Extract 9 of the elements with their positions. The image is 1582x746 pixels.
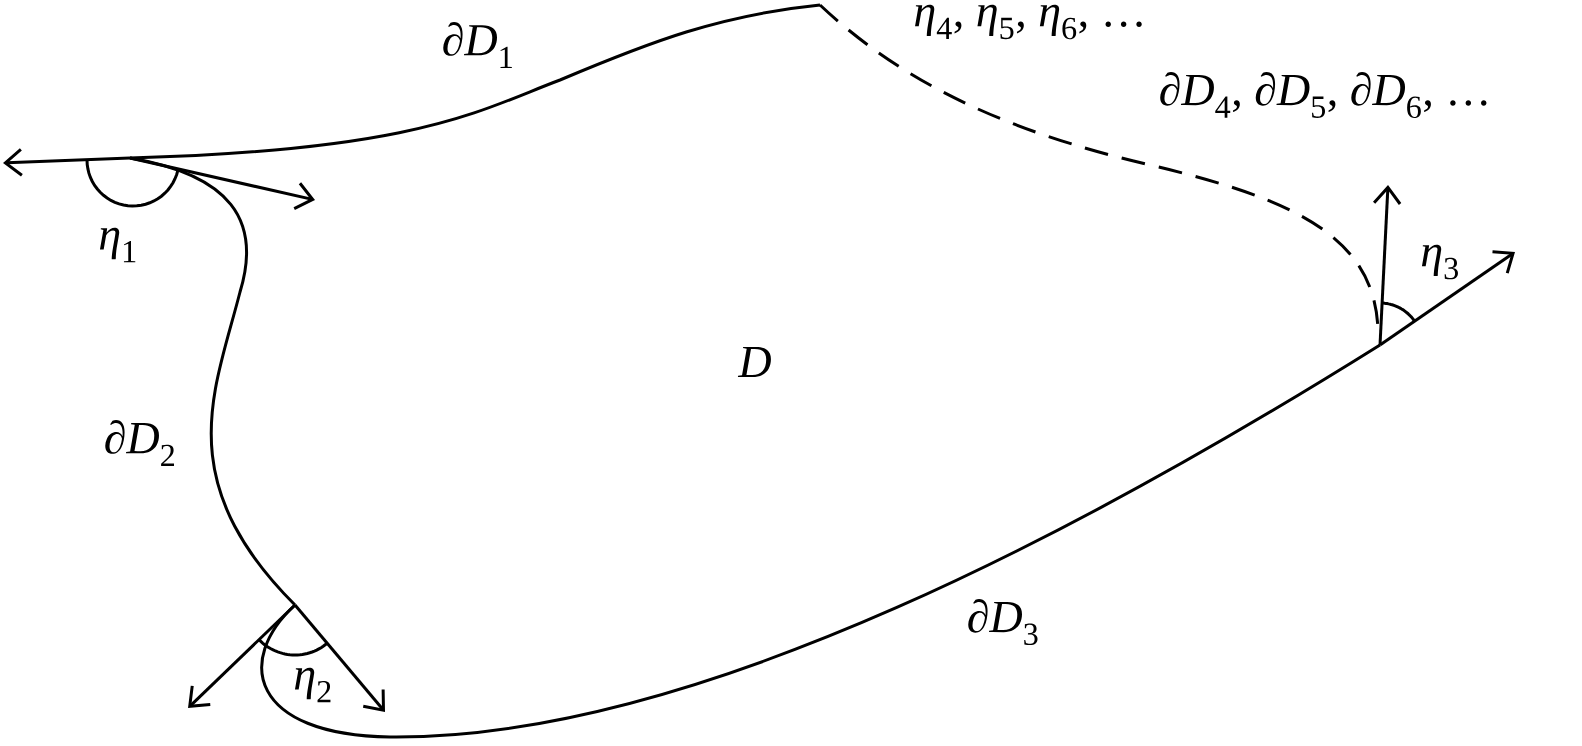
math-label: ∂D$_{3}$: [968, 598, 1038, 646]
math-label: D: [737, 346, 771, 378]
math-label: η$_{4}$, η$_{5}$, η$_{6}$, …: [915, 4, 1142, 40]
math-label: ∂D$_{1}$: [443, 22, 512, 68]
math-label: η$_{1}$: [99, 227, 136, 263]
math-label: ∂D$_{4}$, ∂D$_{5}$, ∂D$_{6}$, …: [1160, 71, 1487, 119]
math-label: η$_{2}$: [294, 667, 331, 703]
math-label: η$_{3}$: [1421, 244, 1458, 280]
math-label: ∂D$_{2}$: [105, 420, 174, 466]
